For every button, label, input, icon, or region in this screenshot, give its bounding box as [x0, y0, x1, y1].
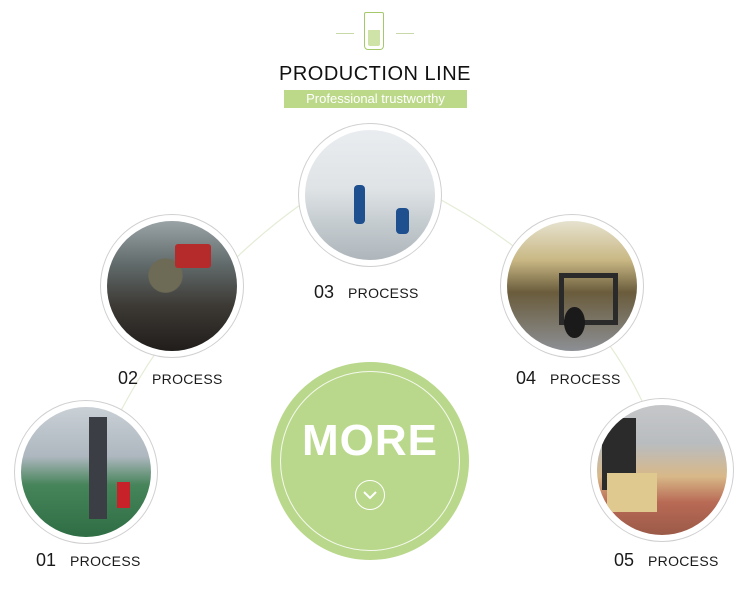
- glass-icon: [364, 12, 384, 50]
- header-logo: [336, 12, 414, 52]
- process-number: 04: [516, 368, 537, 388]
- logo-rule-right: [396, 33, 414, 34]
- process-photo-04[interactable]: [500, 214, 644, 358]
- process-photo-01[interactable]: [14, 400, 158, 544]
- process-text: PROCESS: [348, 285, 419, 301]
- process-image-04: [507, 221, 637, 351]
- more-label: MORE: [302, 416, 438, 465]
- page-subtitle: Professional trustworthy: [284, 90, 467, 108]
- process-label-01: 01 PROCESS: [36, 550, 141, 571]
- chevron-down-icon[interactable]: [355, 480, 385, 510]
- process-text: PROCESS: [70, 553, 141, 569]
- process-number: 05: [614, 550, 635, 570]
- process-label-02: 02 PROCESS: [118, 368, 223, 389]
- process-number: 03: [314, 282, 335, 302]
- process-photo-05[interactable]: [590, 398, 734, 542]
- process-image-03: [305, 130, 435, 260]
- process-label-05: 05 PROCESS: [614, 550, 719, 571]
- process-photo-03[interactable]: [298, 123, 442, 267]
- process-text: PROCESS: [550, 371, 621, 387]
- more-button[interactable]: MORE: [271, 362, 469, 560]
- process-text: PROCESS: [152, 371, 223, 387]
- logo-rule-left: [336, 33, 354, 34]
- process-text: PROCESS: [648, 553, 719, 569]
- process-number: 02: [118, 368, 139, 388]
- process-image-05: [597, 405, 727, 535]
- process-photo-02[interactable]: [100, 214, 244, 358]
- page-title: PRODUCTION LINE: [279, 63, 471, 85]
- process-number: 01: [36, 550, 57, 570]
- process-label-04: 04 PROCESS: [516, 368, 621, 389]
- more-ring: [280, 371, 460, 551]
- process-image-01: [21, 407, 151, 537]
- process-label-03: 03 PROCESS: [314, 282, 419, 303]
- process-image-02: [107, 221, 237, 351]
